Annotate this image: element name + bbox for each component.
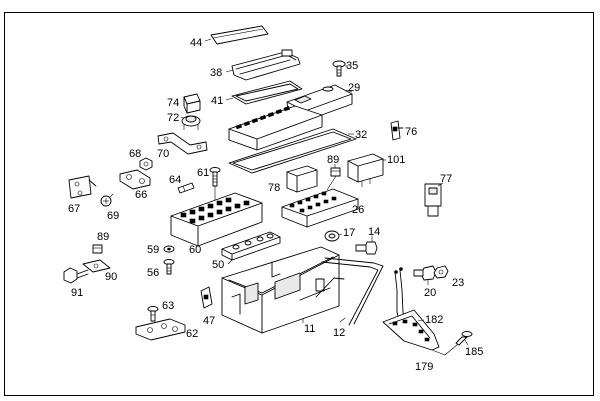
label-60: 60 bbox=[189, 244, 201, 256]
part-72-socket bbox=[180, 115, 201, 130]
label-56: 56 bbox=[147, 267, 159, 279]
part-74-relay bbox=[183, 93, 201, 114]
label-23: 23 bbox=[452, 277, 464, 289]
part-76-clip bbox=[390, 120, 404, 141]
label-32: 32 bbox=[355, 129, 367, 141]
part-89-plug-lower bbox=[92, 244, 103, 254]
part-62-bracket bbox=[135, 318, 186, 341]
label-29: 29 bbox=[348, 82, 360, 94]
part-20-bolt bbox=[413, 265, 437, 285]
label-77: 77 bbox=[440, 173, 452, 185]
label-41: 41 bbox=[211, 95, 223, 107]
label-12: 12 bbox=[333, 327, 345, 339]
part-66-plate bbox=[119, 169, 151, 190]
label-182: 182 bbox=[425, 314, 443, 326]
part-38-cover bbox=[225, 49, 301, 81]
label-66: 66 bbox=[135, 189, 147, 201]
label-35: 35 bbox=[346, 60, 358, 72]
part-47-clip bbox=[200, 286, 213, 309]
label-185: 185 bbox=[465, 346, 483, 358]
part-77-connector bbox=[424, 182, 444, 217]
label-89-upper: 89 bbox=[327, 154, 339, 166]
part-23-nut bbox=[433, 265, 449, 279]
part-68-nut bbox=[139, 157, 153, 171]
part-59-washer bbox=[163, 245, 175, 253]
label-70: 70 bbox=[157, 148, 169, 160]
part-41-seal bbox=[225, 80, 303, 105]
part-69-screw bbox=[100, 193, 114, 207]
part-89-plug-upper bbox=[330, 164, 341, 177]
label-20: 20 bbox=[424, 287, 436, 299]
label-14: 14 bbox=[368, 226, 380, 238]
part-90-bracket bbox=[82, 259, 111, 273]
label-67: 67 bbox=[68, 203, 80, 215]
part-26-fuse-block bbox=[281, 175, 359, 228]
part-fuse-block-left bbox=[170, 192, 263, 247]
part-179-harness-lead bbox=[431, 343, 459, 356]
label-61: 61 bbox=[197, 167, 209, 179]
part-number-labels: 44 38 35 29 41 74 72 76 32 70 68 89 101 … bbox=[68, 37, 483, 373]
part-11-main-housing bbox=[221, 246, 340, 334]
part-64-fuse bbox=[177, 182, 195, 194]
label-17: 17 bbox=[343, 227, 355, 239]
label-38: 38 bbox=[210, 67, 222, 79]
label-50: 50 bbox=[212, 259, 224, 271]
label-62: 62 bbox=[186, 328, 198, 340]
part-91-bolt bbox=[63, 267, 89, 284]
label-68: 68 bbox=[129, 148, 141, 160]
part-12-cable-guide bbox=[315, 257, 384, 326]
part-35-screw bbox=[332, 60, 348, 77]
label-78: 78 bbox=[268, 182, 280, 194]
diagram-border bbox=[4, 12, 594, 396]
part-housing-upper-tray bbox=[228, 105, 323, 151]
label-47: 47 bbox=[203, 315, 215, 327]
label-89-lower: 89 bbox=[97, 231, 109, 243]
label-63: 63 bbox=[162, 300, 174, 312]
part-50-connector-strip bbox=[221, 231, 281, 265]
part-56-screw bbox=[163, 259, 175, 275]
part-70-bracket bbox=[157, 132, 208, 155]
label-11: 11 bbox=[304, 323, 315, 335]
part-32-gasket bbox=[228, 128, 357, 174]
part-44-cover-plate bbox=[204, 25, 269, 45]
part-61-screw bbox=[209, 167, 221, 240]
label-101: 101 bbox=[387, 154, 405, 166]
label-69: 69 bbox=[107, 210, 119, 222]
part-182-terminal-strip bbox=[382, 309, 440, 351]
part-17-grommet bbox=[324, 230, 343, 242]
part-185-screw bbox=[455, 331, 473, 346]
label-59: 59 bbox=[147, 244, 159, 256]
label-44: 44 bbox=[190, 37, 202, 49]
part-78-relay bbox=[286, 165, 318, 193]
label-179: 179 bbox=[415, 361, 433, 373]
label-72: 72 bbox=[167, 112, 179, 124]
part-63-screw bbox=[147, 306, 159, 322]
part-67-holder bbox=[68, 175, 97, 199]
label-64: 64 bbox=[169, 174, 181, 186]
part-101-relay-box bbox=[347, 153, 386, 187]
part-14-bolt bbox=[355, 236, 378, 255]
label-74: 74 bbox=[167, 97, 179, 109]
label-90: 90 bbox=[105, 271, 117, 283]
label-76: 76 bbox=[405, 126, 417, 138]
label-91: 91 bbox=[71, 287, 83, 299]
label-26: 26 bbox=[352, 204, 364, 216]
